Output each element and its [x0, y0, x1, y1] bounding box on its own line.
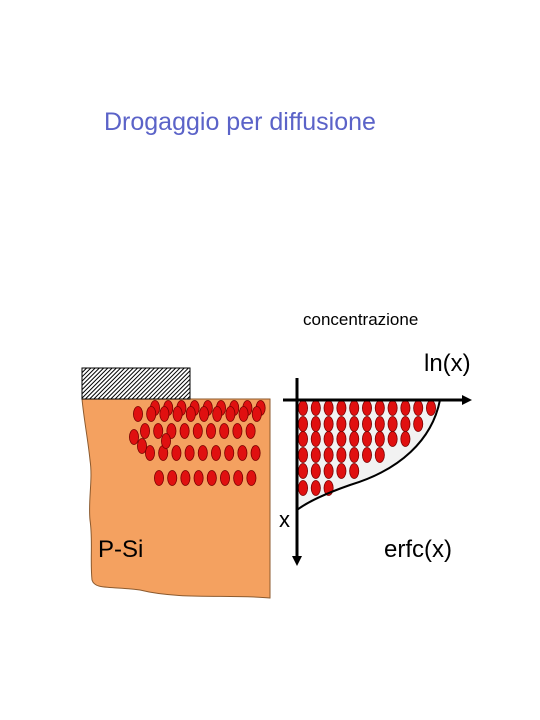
dopant-atom: [323, 400, 334, 416]
dopant-atom: [205, 423, 216, 439]
dopant-atom: [153, 423, 164, 439]
dopant-atom: [237, 445, 248, 461]
dopant-atom: [139, 423, 150, 439]
dopant-atom: [374, 447, 385, 463]
dopant-atom: [179, 423, 190, 439]
dopant-atom: [185, 406, 196, 422]
dopant-atom: [180, 470, 191, 486]
dopant-atom: [374, 431, 385, 447]
dopant-atom: [193, 470, 204, 486]
dopant-atom: [323, 431, 334, 447]
dopant-atom: [349, 447, 360, 463]
dopant-atom: [198, 406, 209, 422]
dopant-atom: [425, 400, 436, 416]
silicon-substrate: [81, 398, 271, 599]
dopant-atom: [184, 445, 195, 461]
dopant-atom: [310, 447, 321, 463]
dopant-atom: [225, 406, 236, 422]
dopant-atom: [233, 470, 244, 486]
dopant-atom: [349, 431, 360, 447]
dopant-atom: [349, 400, 360, 416]
oxide-mask: [81, 367, 191, 400]
dopant-atom: [212, 406, 223, 422]
dopant-atom: [250, 445, 261, 461]
dopant-atom: [387, 400, 398, 416]
dopant-atom: [336, 416, 347, 432]
dopant-atom: [310, 400, 321, 416]
dopant-atom: [166, 423, 177, 439]
dopant-atom: [128, 429, 139, 445]
substrate-dopant-group: [128, 400, 266, 486]
dopant-atom: [232, 423, 243, 439]
dopant-atom: [310, 431, 321, 447]
dopant-atom: [361, 400, 372, 416]
dopant-atom: [387, 416, 398, 432]
dopant-atom: [159, 406, 170, 422]
depth-axis-label: x: [279, 507, 290, 532]
dopant-atom: [413, 400, 424, 416]
dopant-atom: [323, 416, 334, 432]
dopant-atom: [361, 416, 372, 432]
profile-function-label: erfc(x): [384, 536, 452, 563]
dopant-atom: [246, 470, 257, 486]
dopant-atom: [172, 406, 183, 422]
dopant-atom: [400, 400, 411, 416]
concentration-label: concentrazione: [303, 310, 419, 329]
dopant-atom: [387, 431, 398, 447]
dopant-atom: [160, 433, 171, 449]
dopant-atom: [297, 416, 308, 432]
dopant-atom: [336, 400, 347, 416]
dopant-atom: [171, 445, 182, 461]
profile-dopant-group: [297, 400, 436, 496]
dopant-atom: [132, 406, 143, 422]
dopant-atom: [219, 470, 230, 486]
dopant-atom: [197, 445, 208, 461]
dopant-atom: [224, 445, 235, 461]
dopant-atom: [374, 416, 385, 432]
dopant-atom: [144, 445, 155, 461]
dopant-atom: [323, 463, 334, 479]
dopant-atom: [297, 463, 308, 479]
dopant-atom: [374, 400, 385, 416]
concentration-axis-arrow: [462, 395, 472, 405]
dopant-atom: [192, 423, 203, 439]
dopant-atom: [238, 406, 249, 422]
dopant-atom: [323, 447, 334, 463]
dopant-atom: [400, 416, 411, 432]
dopant-atom: [310, 480, 321, 496]
depth-axis-arrow: [292, 556, 302, 566]
ln-axis-label: ln(x): [424, 350, 471, 377]
dopant-atom: [251, 406, 262, 422]
dopant-atom: [336, 447, 347, 463]
erfc-curve: [296, 399, 441, 511]
dopant-atom: [310, 463, 321, 479]
dopant-atom: [336, 463, 347, 479]
dopant-atom: [153, 470, 164, 486]
dopant-atom: [336, 431, 347, 447]
page-title: Drogaggio per diffusione: [104, 108, 376, 136]
dopant-atom: [297, 480, 308, 496]
dopant-atom: [400, 431, 411, 447]
dopant-atom: [297, 431, 308, 447]
dopant-atom: [413, 416, 424, 432]
dopant-atom: [219, 423, 230, 439]
dopant-atom: [167, 470, 178, 486]
dopant-atom: [297, 447, 308, 463]
dopant-atom: [349, 416, 360, 432]
dopant-atom: [361, 447, 372, 463]
dopant-atom: [206, 470, 217, 486]
dopant-atom: [310, 416, 321, 432]
substrate-label: P-Si: [98, 536, 144, 563]
dopant-atom: [349, 463, 360, 479]
dopant-atom: [146, 406, 157, 422]
dopant-atom: [136, 438, 147, 454]
dopant-atom: [297, 400, 308, 416]
dopant-atom: [245, 423, 256, 439]
dopant-atom: [210, 445, 221, 461]
dopant-atom: [361, 431, 372, 447]
